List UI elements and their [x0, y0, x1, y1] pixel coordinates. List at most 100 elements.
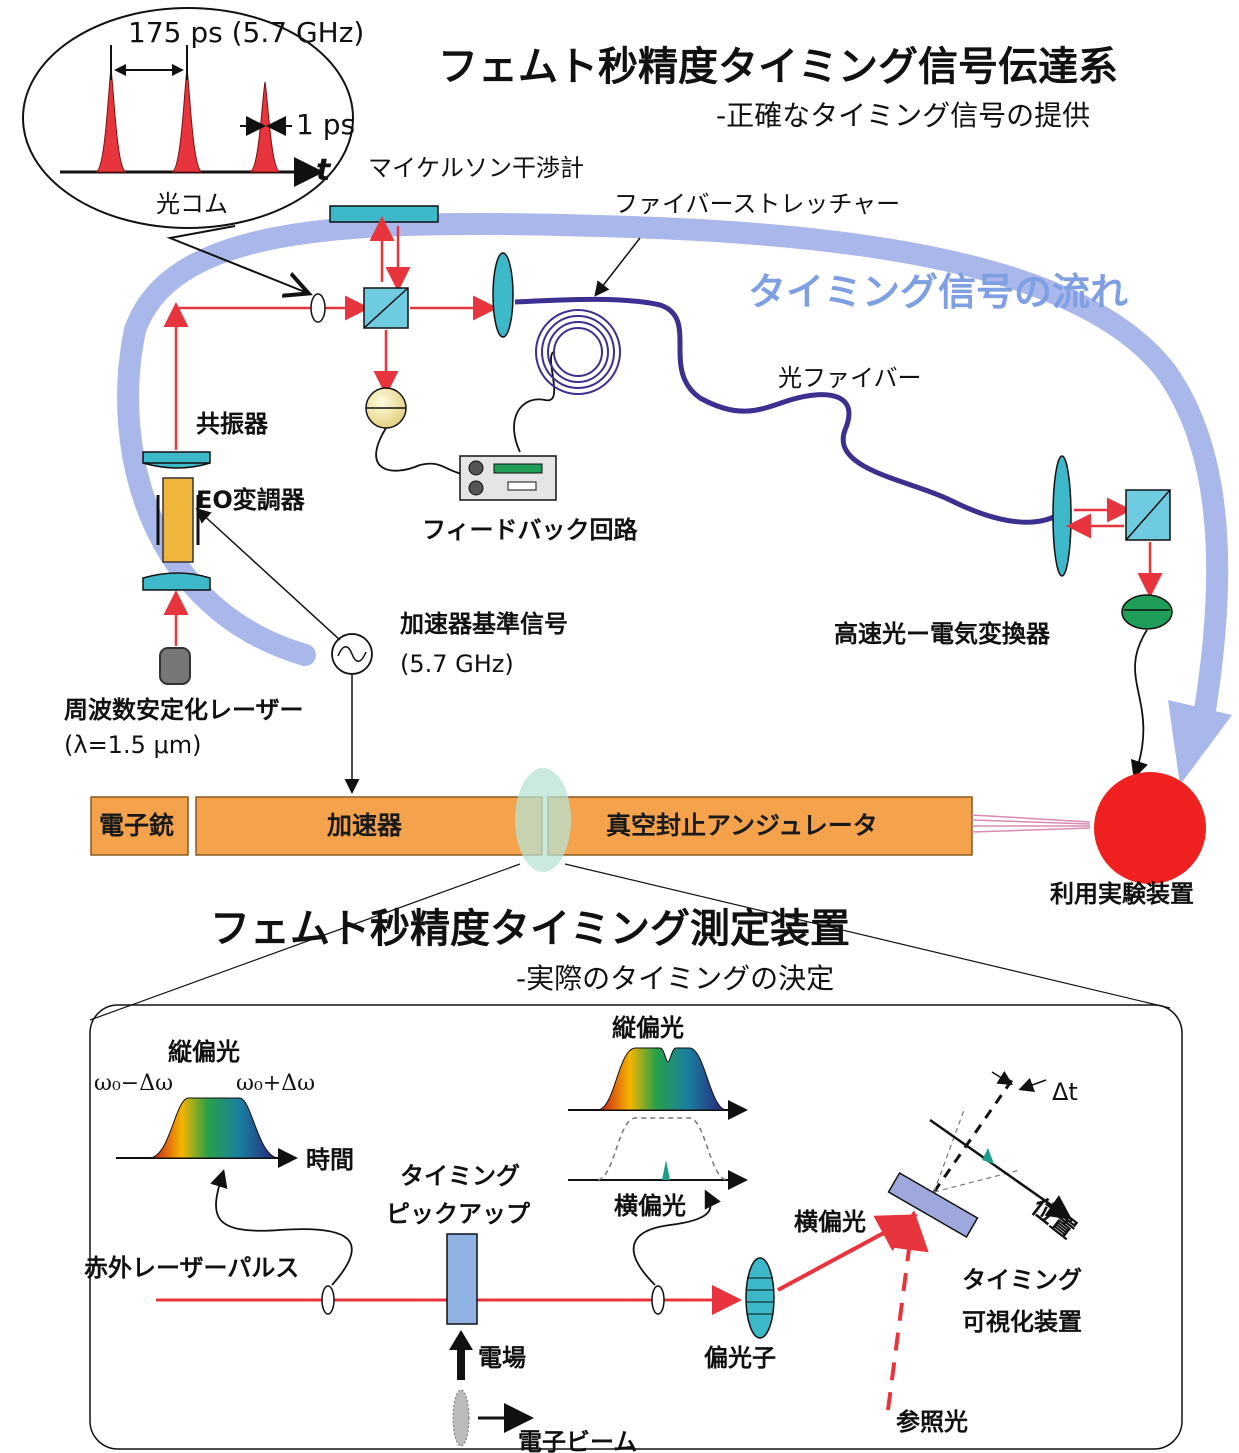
feedback-cable: [375, 427, 463, 475]
beam-pulse-marker: [310, 293, 326, 323]
feedback-knob-1: [468, 460, 484, 476]
timing-pickup-crystal: [446, 1233, 478, 1325]
main-title: フェムト秒精度タイミング信号伝達系: [438, 44, 1118, 90]
radiation-lines: [971, 814, 1091, 833]
viz-center-line: [932, 1079, 1014, 1193]
position-label: 位置: [1026, 1193, 1081, 1245]
right-dashed-envelope: [597, 1117, 727, 1181]
ref-freq-label: (5.7 GHz): [400, 650, 514, 678]
e-field-label: 電場: [478, 1344, 526, 1372]
resonator-mirror-top: [142, 451, 211, 469]
measurement-panel: [89, 1004, 1183, 1450]
position-axis: [929, 1118, 1073, 1220]
e-field-arrow-head: [449, 1330, 473, 1350]
eo-modulator: [162, 477, 194, 563]
delta-t-arrow-2: [1018, 1077, 1047, 1092]
feedback-knob-2: [468, 480, 484, 496]
fiber-stretcher-coil: [535, 309, 621, 395]
viz-signal-spike: [982, 1148, 994, 1164]
period-arrow-head-l: [114, 64, 126, 76]
ir-pulse-label: 赤外レーザーパルス: [84, 1254, 299, 1282]
splitter-2-diagonal: [1125, 489, 1171, 541]
resonator-label: 共振器: [196, 410, 269, 438]
ir-pulse-marker-2: [651, 1285, 665, 1315]
right-vertical-pol-pulse: [597, 1047, 727, 1111]
viz-label-line2: 可視化装置: [962, 1308, 1082, 1336]
measurement-title: フェムト秒精度タイミング測定装置: [210, 906, 850, 952]
delta-t-arrow-1: [991, 1070, 1014, 1086]
right-pulse-callout: [632, 1189, 721, 1286]
right-horizontal-pol-label: 横偏光: [614, 1192, 686, 1220]
laser-label: 周波数安定化レーザー: [64, 696, 304, 724]
rf-oscillator-wave: [337, 646, 367, 662]
undulator-box: [547, 796, 973, 856]
timing-flow-label: タイミング信号の流れ: [748, 270, 1128, 314]
time-axis-label: 時間: [306, 1146, 354, 1174]
right-vertical-pol-label: 縦偏光: [612, 1014, 684, 1042]
electron-gun-box: [90, 796, 189, 856]
comb-period-label: 175 ps (5.7 GHz): [128, 16, 364, 49]
comb-callout-tail: [166, 225, 305, 292]
polarizer-label: 偏光子: [704, 1344, 776, 1372]
comb-time-symbol: t: [316, 153, 332, 188]
measurement-point: [515, 768, 571, 872]
right-horizontal-pol-spike: [662, 1160, 670, 1180]
period-arrow-head-r: [172, 64, 184, 76]
horizontal-pol-label: 横偏光: [794, 1208, 866, 1236]
electron-gun-label: 電子銃: [99, 811, 174, 840]
eo-modulator-label: EO変調器: [196, 486, 306, 514]
feedback-label: フィードバック回路: [422, 516, 639, 544]
timing-flow-arrow: [117, 212, 1229, 751]
left-vertical-pol-label: 縦偏光: [168, 1038, 240, 1066]
comb-name: 光コム: [156, 190, 228, 218]
ref-signal-label: 加速器基準信号: [400, 610, 568, 638]
omega-plus-label: ω₀+Δω: [236, 1071, 315, 1096]
oe-converter: [1121, 594, 1173, 630]
undulator-label: 真空封止アンジュレータ: [606, 811, 878, 840]
michelson-label: マイケルソン干渉計: [368, 154, 584, 182]
left-chirped-pulse: [149, 1097, 279, 1159]
user-device-label: 利用実験装置: [1050, 880, 1194, 908]
stretcher-pointer: [594, 237, 641, 297]
left-pulse-callout: [210, 1169, 353, 1286]
electron-bunch: [452, 1389, 470, 1447]
accelerator-label: 加速器: [326, 811, 403, 840]
e-beam-label: 電子ビーム: [518, 1428, 637, 1453]
stretcher-cable: [513, 351, 556, 453]
viz-label-line1: タイミング: [962, 1266, 1082, 1294]
laser-source: [159, 647, 191, 685]
viz-cone-left: [933, 1109, 965, 1193]
omega-minus-label: ω₀−Δω: [94, 1071, 173, 1096]
main-subtitle: -正確なタイミング信号の提供: [716, 99, 1090, 132]
laser-wavelength-label: (λ=1.5 μm): [64, 731, 201, 759]
feedback-slot: [507, 481, 537, 491]
ir-pulse-marker-1: [321, 1285, 335, 1315]
horizontal-pol-beam: [777, 1214, 919, 1292]
measurement-subtitle: -実際のタイミングの決定: [516, 962, 834, 995]
reference-light-label: 参照光: [896, 1408, 968, 1436]
fiber-label: 光ファイバー: [778, 364, 922, 392]
michelson-mirror: [329, 205, 439, 223]
rf-to-eo-arrow: [195, 507, 341, 641]
splitter-diagonal: [363, 287, 409, 329]
zoom-line-right: [564, 863, 1171, 1009]
oe-signal-cable: [1130, 629, 1148, 779]
pickup-label-line1: タイミング: [400, 1162, 520, 1190]
optical-fiber: [514, 296, 1060, 525]
comb-width-label: 1 ps: [296, 108, 355, 141]
coupling-lens: [492, 252, 514, 338]
reference-light-beam: [886, 1210, 929, 1411]
oe-converter-label: 高速光ー電気変換器: [834, 620, 1051, 648]
polarizer: [745, 1257, 775, 1339]
user-experiment-device: [1094, 772, 1206, 884]
delta-t-label: Δt: [1052, 1078, 1078, 1106]
polarizer-lines: [746, 1277, 774, 1315]
timing-flow-arrowhead: [1168, 700, 1232, 785]
visualization-crystal: [887, 1171, 979, 1239]
output-lens: [1052, 455, 1072, 577]
pickup-label-line2: ピックアップ: [386, 1200, 531, 1228]
zoom-line-left: [89, 863, 521, 1021]
stretcher-label: ファイバーストレッチャー: [614, 190, 900, 218]
resonator-mirror-bottom: [142, 572, 211, 591]
